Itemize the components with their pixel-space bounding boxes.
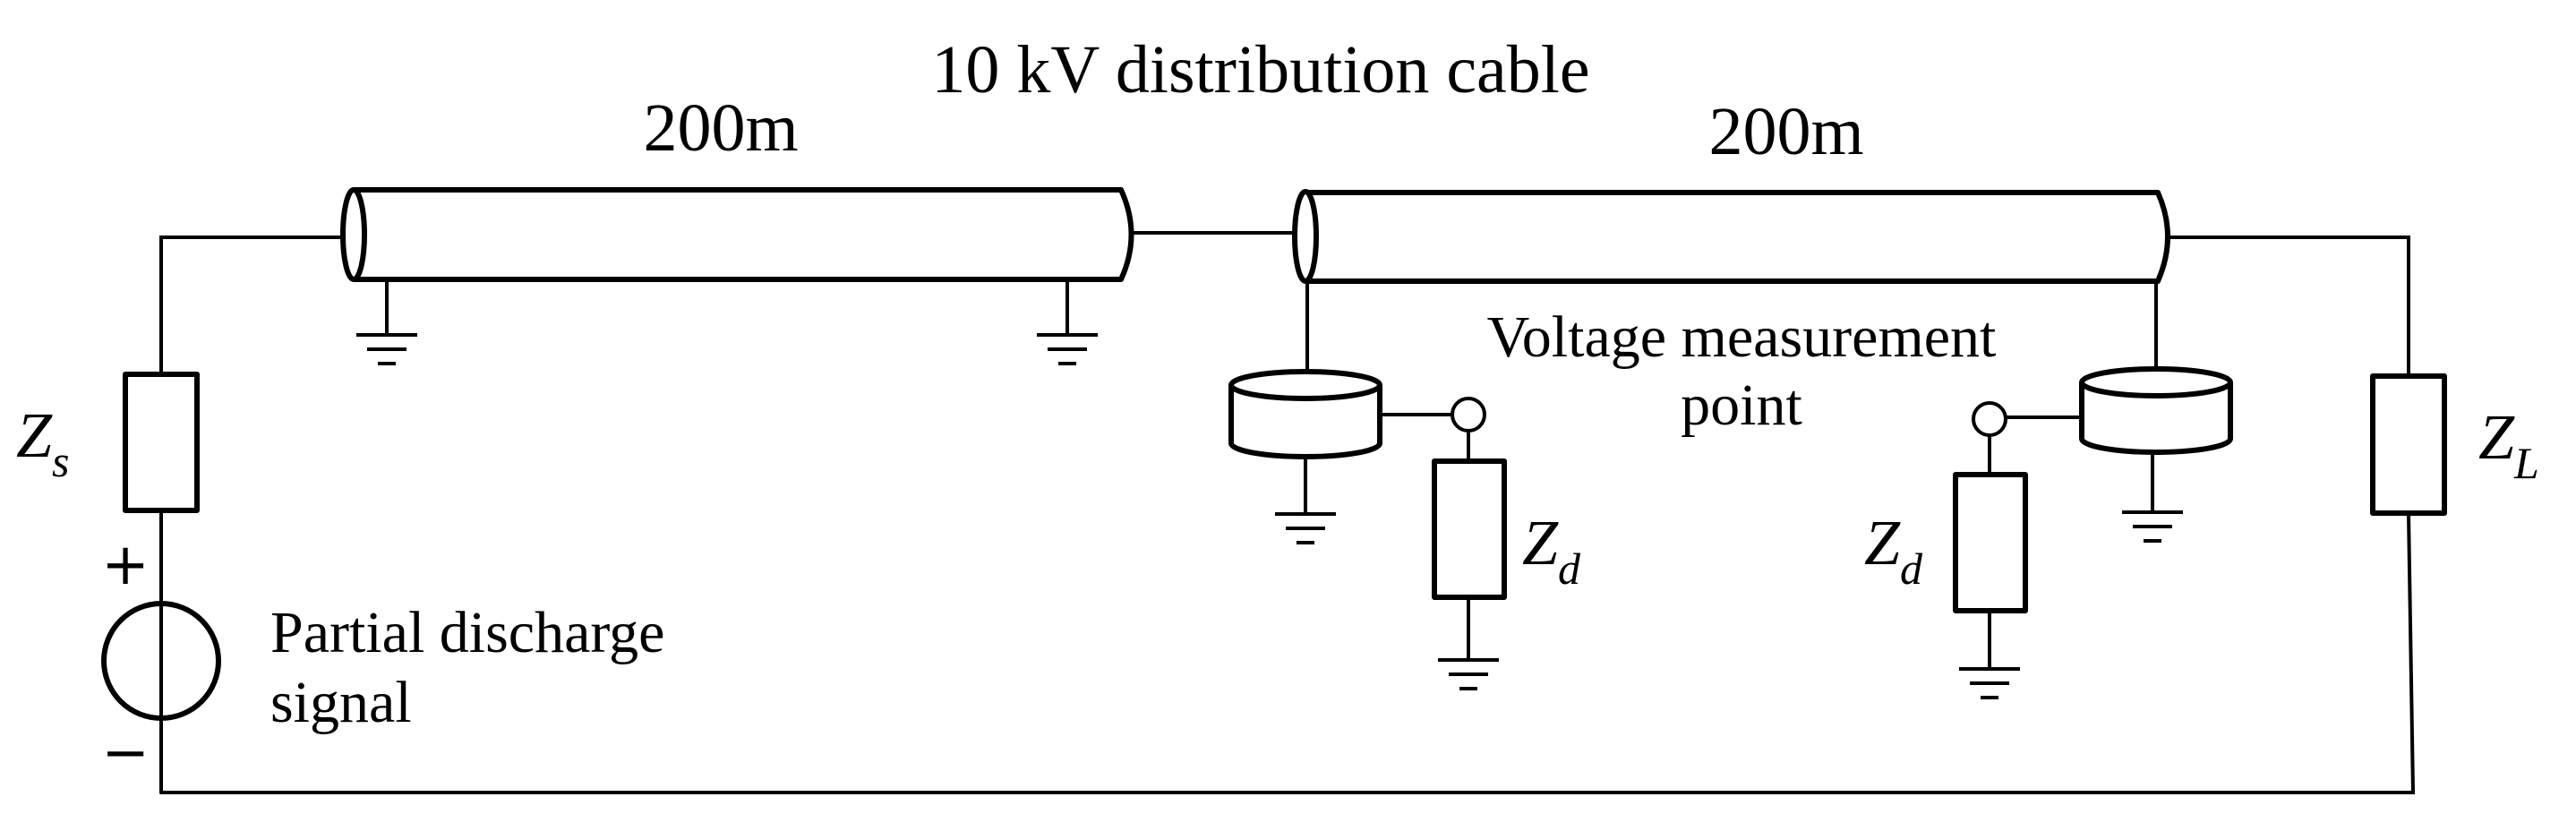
left-sensor-ground (1275, 457, 1336, 544)
measurement-label-line1: Voltage measurement (1487, 304, 1997, 370)
right-measurement-terminal (1972, 401, 2007, 437)
cable-1-ground-left (356, 279, 417, 365)
zs-label-sub: s (52, 436, 69, 486)
diagram-title: 10 kV distribution cable (931, 32, 1589, 107)
left-voltage-sensor (1228, 279, 1507, 660)
zd-left-label-base: Z (1522, 507, 1559, 578)
source-label-line1: Partial discharge (270, 600, 664, 665)
zl-label-sub: L (2513, 438, 2539, 488)
cable-1-ground-right (1037, 279, 1098, 365)
zl-label-base: Z (2478, 401, 2515, 473)
circuit-wires (159, 231, 2416, 794)
left-measurement-terminal (1451, 397, 1486, 433)
cable-2-length: 200m (1708, 94, 1863, 169)
left-zd-ground (1438, 658, 1499, 690)
source-plus-sign: + (101, 532, 150, 598)
zl-impedance (2370, 373, 2447, 516)
right-voltage-sensor (1953, 279, 2233, 669)
right-zd-ground (1959, 667, 2020, 699)
source-label-line2: signal (270, 670, 412, 735)
left-zd-impedance (1432, 458, 1507, 600)
zl-label: ZL (2478, 401, 2539, 488)
source-minus-sign: − (101, 720, 150, 786)
cable-1-length: 200m (643, 90, 798, 166)
cable-2 (1292, 189, 2170, 284)
measurement-label-line2: point (1681, 373, 1802, 438)
right-zd-impedance (1953, 472, 2028, 613)
zs-label: Zs (16, 399, 70, 486)
zs-label-base: Z (16, 399, 53, 471)
right-sensor-ground (2122, 453, 2183, 543)
zd-left-label-sub: d (1558, 544, 1581, 594)
zs-impedance (123, 372, 200, 513)
zd-right-label: Zd (1864, 507, 1923, 594)
zd-right-label-base: Z (1864, 507, 1901, 578)
zd-right-label-sub: d (1900, 544, 1923, 594)
cable-1 (340, 187, 1134, 282)
zd-left-label: Zd (1522, 507, 1581, 594)
